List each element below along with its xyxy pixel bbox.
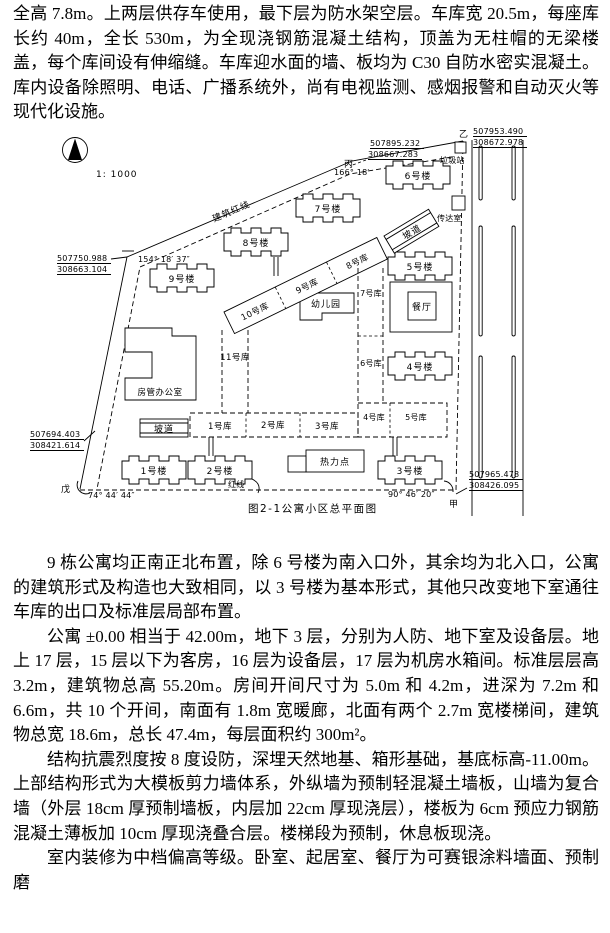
point-wu-char: 戊	[61, 483, 71, 495]
garage-2-label: 2号库	[261, 420, 285, 431]
garage-strip-diagonal: 10号库 9号库 8号库	[223, 236, 388, 335]
point-bing-y: 308667.283	[368, 150, 418, 159]
tower-7: 7号楼	[295, 193, 361, 223]
tower-1: 1号楼	[121, 455, 187, 485]
tower-8: 8号楼	[223, 227, 289, 257]
scale-label: 1: 1000	[96, 170, 138, 180]
point-yi-x: 507953.490	[473, 127, 523, 136]
bottom-text-block: 9 栋公寓均正南正北布置，除 6 号楼为南入口外，其余均为北入口，公寓的建筑形式…	[13, 551, 599, 895]
housing-office: 房管办公室	[124, 327, 197, 401]
point-sw-x: 507694.403	[30, 430, 80, 439]
angle-bing: 166° 18′	[334, 168, 369, 177]
survey-point-wu: 戊 74° 44′ 44″	[61, 480, 135, 500]
tower-5-label: 5号楼	[407, 261, 434, 273]
housing-office-label: 房管办公室	[137, 387, 182, 398]
point-jia-char: 甲	[449, 499, 459, 510]
point-bing-x: 507895.232	[370, 139, 420, 148]
paragraph: 室内装修为中档偏高等级。卧室、起居室、餐厅为可赛银涂料墙面、预制磨	[13, 848, 599, 892]
tower-3: 3号楼	[377, 455, 443, 485]
point-west-y: 308663.104	[57, 265, 107, 274]
garage-11-label: 11号库	[220, 352, 250, 363]
red-line-tag: 红线	[228, 478, 260, 494]
tower-3-label: 3号楼	[397, 465, 424, 477]
site-plan-figure: 1: 1000 建筑红线 1号楼	[30, 127, 527, 516]
gate-house: 传达室	[437, 195, 466, 223]
point-bing-char: 丙	[344, 159, 354, 170]
survey-point-yi: 乙 507953.490 308672.978	[459, 127, 527, 148]
garage-4-label: 4号库	[363, 412, 385, 422]
point-yi-y: 308672.978	[473, 138, 523, 147]
tower-8-label: 8号楼	[243, 237, 270, 249]
tower-2-label: 2号楼	[207, 465, 234, 477]
ramp-bottom-label: 坡道	[154, 423, 174, 435]
point-jia-x: 507965.478	[469, 470, 519, 479]
north-arrow-icon	[62, 137, 88, 163]
top-text-block: 全高 7.8m。上两层供存车使用，最下层为防水架空层。车库宽 20.5m，每座库…	[13, 2, 599, 125]
garage-6-label: 6号库	[360, 358, 382, 368]
connectors	[208, 257, 398, 456]
trash-station-label: 垃圾站	[440, 155, 465, 165]
heating-point-label: 热力点	[320, 456, 350, 468]
red-line-label-2: 红线	[228, 479, 244, 489]
tower-7-label: 7号楼	[315, 203, 342, 215]
dining-hall: 餐厅	[389, 281, 453, 333]
road	[471, 140, 524, 516]
garage-1-label: 1号库	[208, 421, 232, 432]
ramp-bottom: 坡道	[139, 418, 189, 438]
red-line-label: 建筑红线	[210, 198, 252, 225]
kindergarten: 幼儿园	[299, 292, 355, 321]
angle-jia: 90° 46′ 20″	[388, 490, 435, 499]
kindergarten-label: 幼儿园	[311, 298, 341, 310]
ramp-top: 坡道	[383, 208, 440, 254]
figure-caption: 图2-1公寓小区总平面图	[248, 502, 378, 515]
tower-5: 5号楼	[387, 251, 453, 281]
point-jia-y: 308426.095	[469, 481, 519, 490]
tower-6-label: 6号楼	[405, 170, 432, 182]
survey-point-west: 507750.988 308663.104 154° 18′ 37″	[57, 250, 190, 275]
garage-7-label: 7号库	[360, 288, 382, 298]
garage-row: 1号库 2号库 3号库 4号库 5号库	[189, 402, 448, 438]
point-west-x: 507750.988	[57, 254, 107, 263]
tower-9-label: 9号楼	[169, 273, 196, 285]
paragraph: 结构抗震烈度按 8 度设防，深埋天然地基、箱形基础，基底标高-11.00m。上部…	[13, 749, 599, 843]
paragraph: 9 栋公寓均正南正北布置，除 6 号楼为南入口外，其余均为北入口，公寓的建筑形式…	[13, 553, 599, 622]
paragraph: 公寓 ±0.00 相当于 42.00m，地下 3 层，分别为人防、地下室及设备层…	[13, 626, 599, 745]
heating-point: 热力点	[287, 449, 365, 473]
angle-wu: 74° 44′ 44″	[88, 491, 135, 500]
garage-strip-6-7: 7号库 6号库	[357, 268, 384, 403]
garage-5-label: 5号库	[405, 412, 427, 422]
survey-point-sw: 507694.403 308421.614	[30, 430, 96, 451]
survey-point-bing: 507895.232 308667.283 丙 166° 18′	[334, 139, 424, 177]
survey-point-jia: 507965.478 308426.095 90° 46′ 20″ 甲	[388, 470, 523, 510]
tower-9: 9号楼	[149, 263, 215, 293]
dining-hall-label: 餐厅	[412, 301, 432, 313]
tower-4-label: 4号楼	[407, 361, 434, 373]
point-sw-y: 308421.614	[30, 441, 80, 450]
tower-6: 6号楼	[385, 160, 451, 190]
paragraph: 全高 7.8m。上两层供存车使用，最下层为防水架空层。车库宽 20.5m，每座库…	[13, 4, 599, 122]
garage-strip-11: 11号库	[220, 330, 250, 413]
point-yi-char: 乙	[459, 129, 469, 140]
trash-station: 垃圾站	[440, 141, 467, 165]
gate-house-label: 传达室	[437, 213, 462, 223]
garage-3-label: 3号库	[315, 421, 339, 432]
tower-4: 4号楼	[387, 351, 453, 381]
angle-west: 154° 18′ 37″	[138, 255, 190, 264]
tower-1-label: 1号楼	[141, 465, 168, 477]
